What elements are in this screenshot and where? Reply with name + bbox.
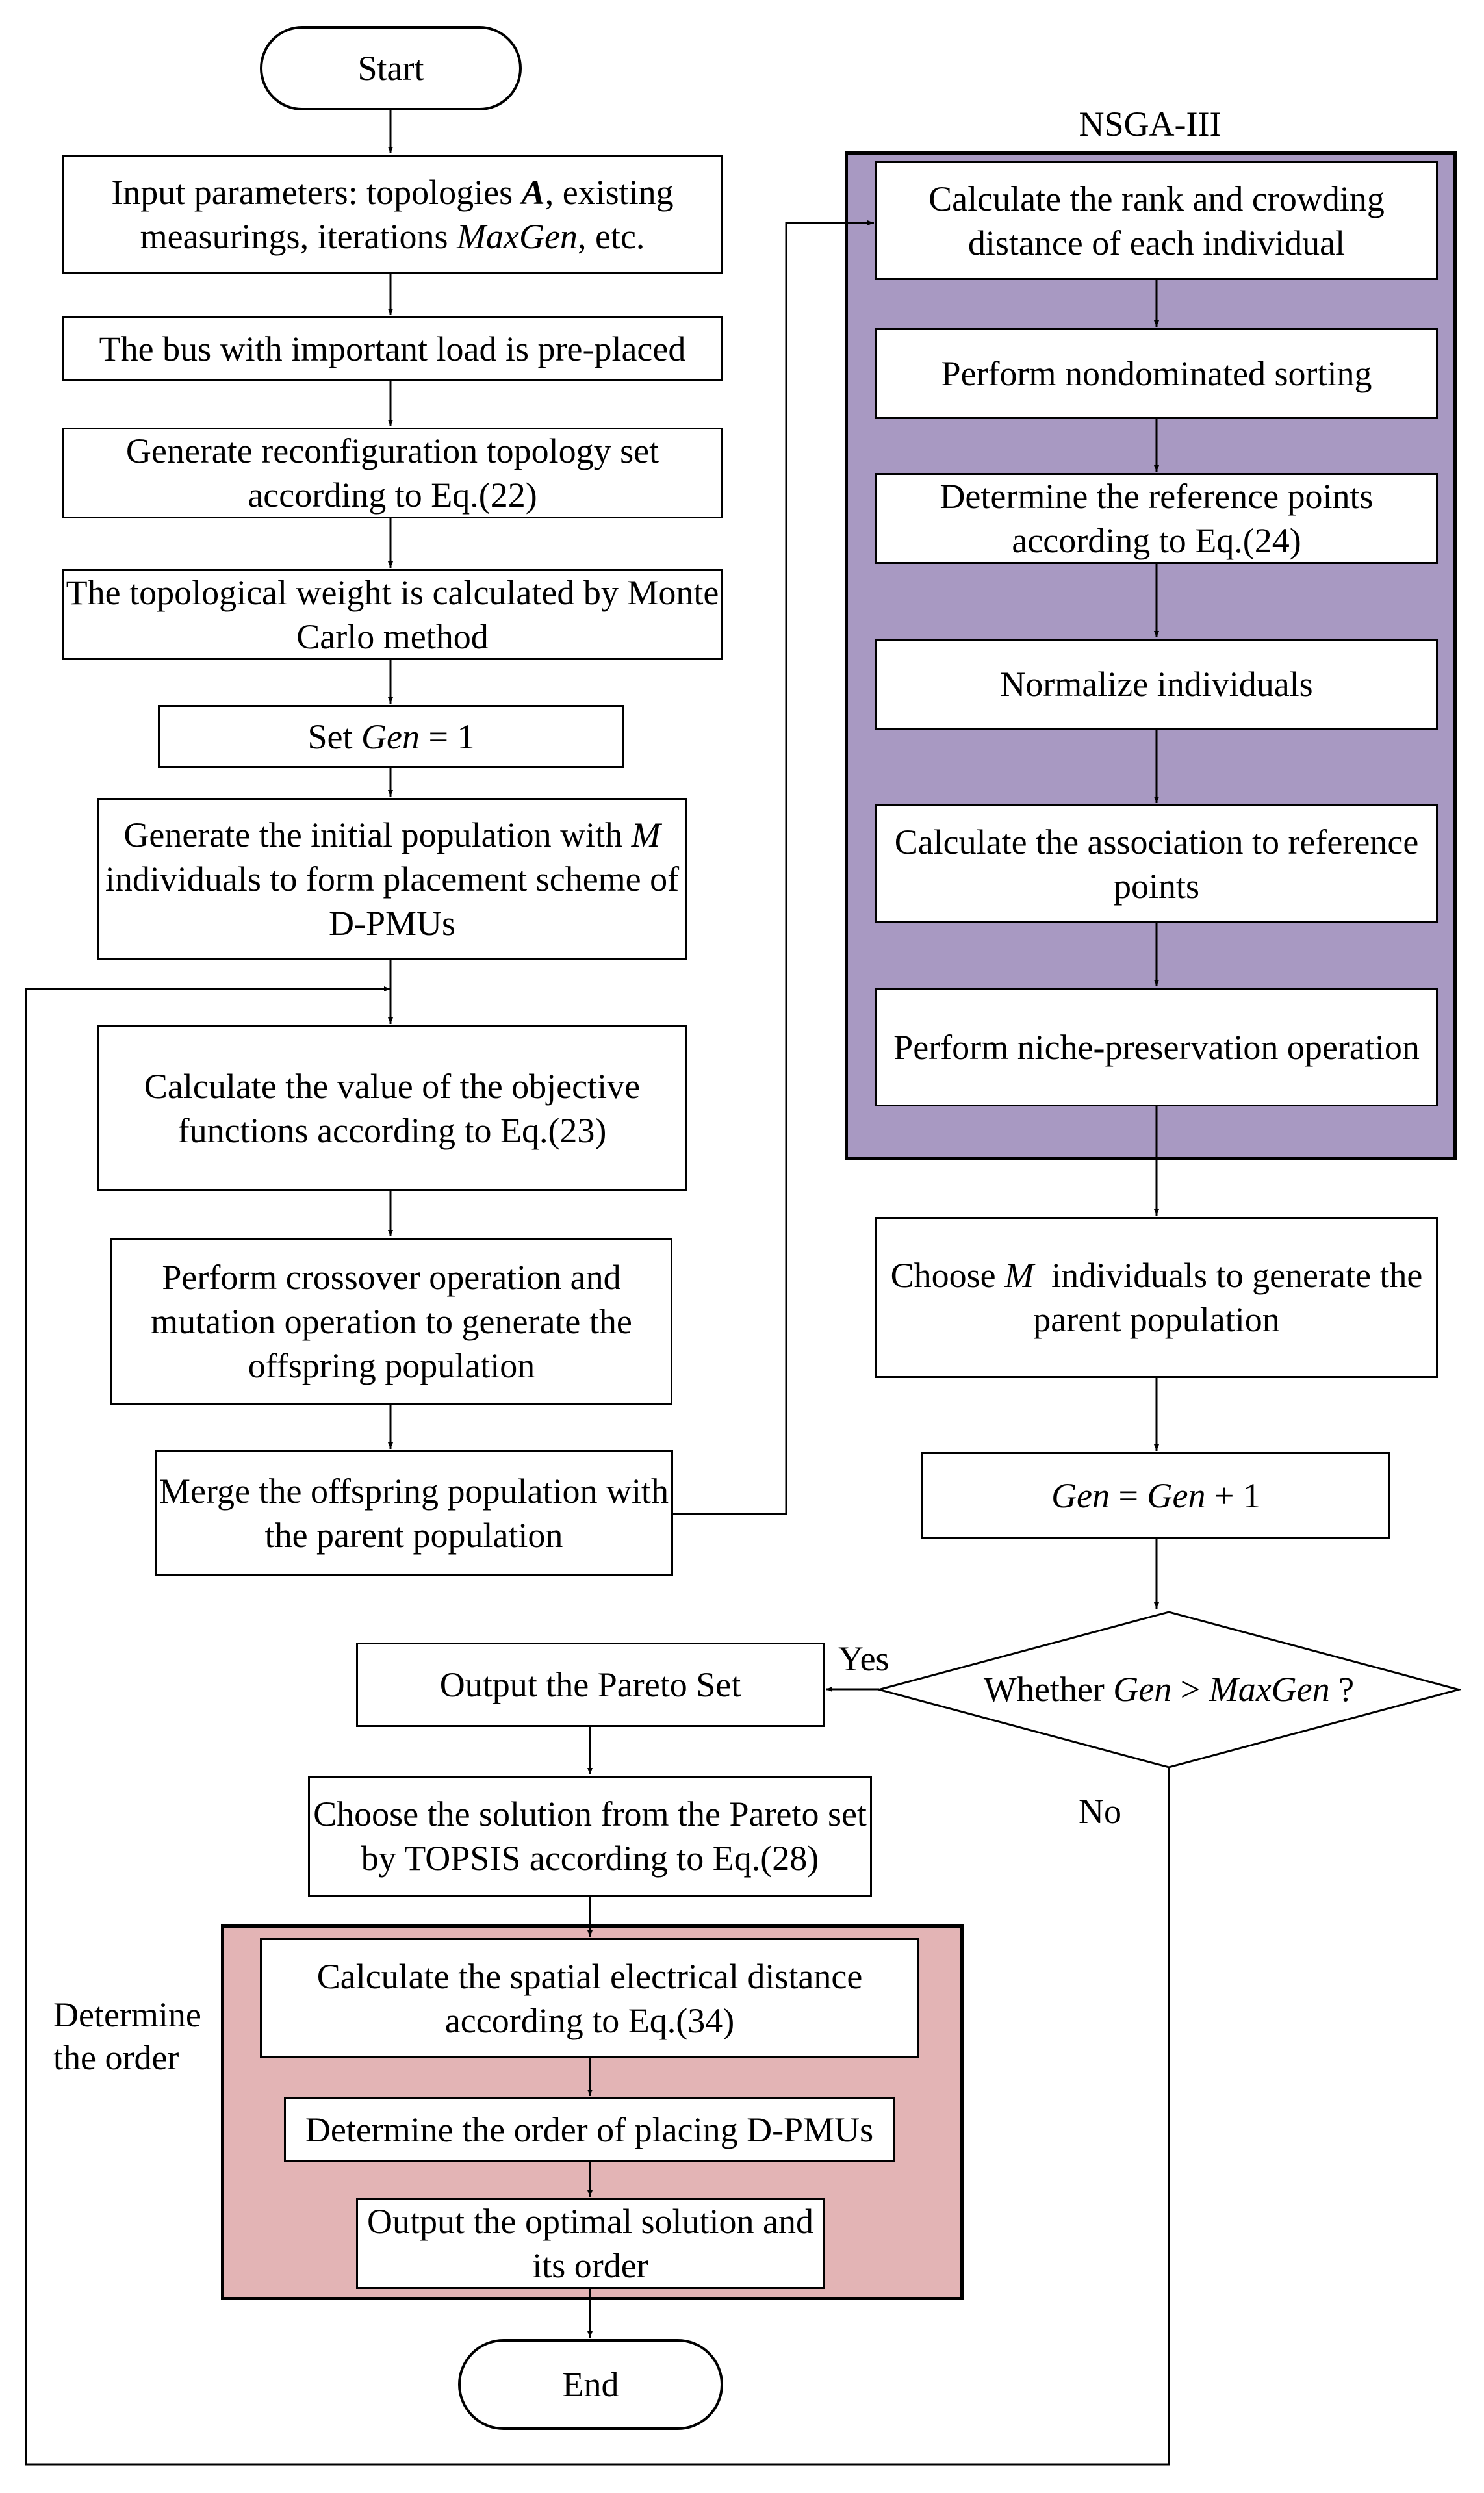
topsis-box: Choose the solution from the Pareto set … [308, 1776, 872, 1897]
objective-functions-box: Calculate the value of the objective fun… [97, 1025, 687, 1191]
pareto-set-box: Output the Pareto Set [356, 1643, 825, 1727]
initial-population-box: Generate the initial population with M i… [97, 798, 687, 960]
start-terminal: Start [260, 26, 522, 110]
normalize-individuals-box: Normalize individuals [875, 639, 1438, 730]
association-box: Calculate the association to reference p… [875, 804, 1438, 923]
placing-order-box: Determine the order of placing D-PMUs [284, 2097, 895, 2162]
spatial-distance-box: Calculate the spatial electrical distanc… [260, 1938, 919, 2058]
determine-order-label: Determine the order [53, 1995, 201, 2077]
nsga-iii-title: NSGA-III [1079, 105, 1222, 144]
decision-diamond [877, 1611, 1461, 1769]
end-terminal: End [458, 2339, 723, 2430]
preplace-bus-box: The bus with important load is pre-place… [62, 316, 723, 381]
yes-label: Yes [838, 1639, 889, 1678]
no-label: No [1079, 1792, 1121, 1831]
rank-crowding-box: Calculate the rank and crowding distance… [875, 161, 1438, 280]
gen-increment-box: Gen = Gen + 1 [921, 1452, 1390, 1539]
niche-preservation-box: Perform niche-preservation operation [875, 988, 1438, 1106]
nondominated-sorting-box: Perform nondominated sorting [875, 328, 1438, 419]
flow-arrow [673, 220, 874, 1515]
optimal-solution-box: Output the optimal solution and its orde… [356, 2198, 825, 2289]
decision-text: Whether Gen > MaxGen ? [983, 1670, 1355, 1709]
reconfiguration-topology-box: Generate reconfiguration topology set ac… [62, 428, 723, 518]
topological-weight-box: The topological weight is calculated by … [62, 569, 723, 660]
merge-population-box: Merge the offspring population with the … [155, 1450, 673, 1576]
reference-points-box: Determine the reference points according… [875, 473, 1438, 564]
set-gen-box: Set Gen = 1 [158, 705, 624, 768]
choose-parent-box: Choose M individuals to generate the par… [875, 1217, 1438, 1378]
flow-arrow [25, 986, 1170, 2466]
input-parameters-box: Input parameters: topologies A, existing… [62, 155, 723, 274]
crossover-mutation-box: Perform crossover operation and mutation… [110, 1238, 672, 1405]
